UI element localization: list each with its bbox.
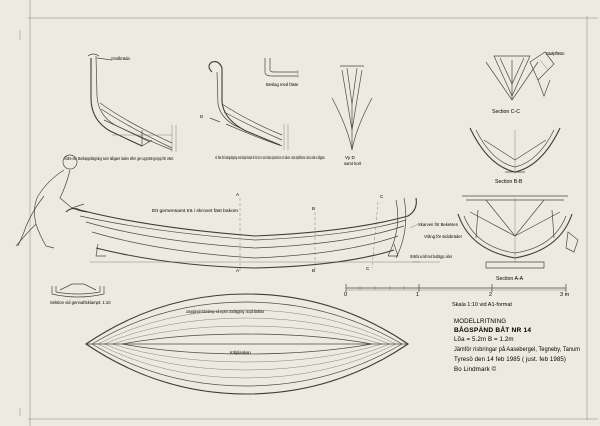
view-d-label: Vy D (345, 155, 355, 160)
section-bb (469, 127, 561, 174)
hull-note-right: Skarven för Beketsen (418, 222, 459, 227)
marker-b-bottom: B (312, 268, 315, 273)
section-cc-label: Section C-C (492, 109, 520, 115)
plan-note: Längsgående förbindning i två stycken. B… (186, 309, 264, 314)
hull-note-right2: Vrång för sidobräder (424, 234, 463, 239)
hull-note-right3: Skötsfot av båt med bordläggn. sidvis (410, 254, 452, 259)
stem-detail-2 (208, 61, 289, 150)
view-d-sub: samt kort (344, 161, 362, 166)
section-aa (457, 195, 579, 269)
scale-tick-2: 2 (489, 292, 492, 298)
section-aa-label: Section A-A (496, 276, 524, 282)
title-date: Tyresö den 14 feb 1985 ( just. feb 1985) (454, 356, 566, 363)
section-bb-label: Section B-B (495, 179, 523, 185)
marker-c-top: C (380, 194, 384, 199)
small-section (51, 283, 105, 298)
hull-note-top: Ett gemensamt trä i skrovet fäst bakom (152, 208, 239, 213)
plan-label-keel: Kölplankan (230, 350, 251, 355)
marker-c-bottom: C (366, 266, 370, 271)
fitting-label: Beslag med fäste (266, 82, 299, 87)
cc-detail-label: Stolpfäste (546, 51, 565, 56)
view-d (331, 65, 373, 151)
title-heading: MODELLRITNING (454, 318, 506, 325)
stem-note-left: Äldre stv. Barbeppslägning som tidigare … (64, 156, 174, 161)
stem-note-mid: Alt. fäste för barbeppslägning med stolp… (215, 155, 325, 160)
title-dims: Lõa = 5.2m B = 1.2m (454, 336, 514, 343)
marker-a-top: A (236, 192, 240, 197)
hull-plan (85, 293, 409, 395)
scale-bar (345, 284, 567, 292)
section-cc (485, 51, 559, 101)
title-block: MODELLRITNING BÅGSPÄND BÅT NR 14 Lõa = 5… (454, 318, 580, 373)
hull-profile (65, 197, 420, 269)
fitting-detail (264, 58, 299, 78)
marker-a-bottom: A (236, 268, 240, 273)
title-author: Bo Lindmark © (454, 366, 497, 373)
sheet-border (19, 0, 598, 426)
arrow-d-label: D (200, 114, 204, 119)
small-section-caption: Sektion vid gennaftsklampt: 1:10 (50, 300, 111, 305)
scale-caption: Skala 1:10 vid A1-format (452, 302, 512, 308)
title-place: Jämför risbringar på Aasebergel, Tegneby… (454, 346, 580, 353)
stem-label: Solbräda (113, 56, 130, 61)
stem-detail-1 (87, 53, 177, 152)
marker-b-top: B (312, 206, 315, 211)
section-markers (239, 198, 379, 272)
scale-tick-0: 0 (344, 292, 347, 298)
title-boat: BÅGSPÄND BÅT NR 14 (454, 325, 531, 334)
scale-tick-1: 1 (416, 292, 419, 298)
scale-tick-3: 3 m (560, 292, 570, 298)
worker-figure (15, 154, 89, 249)
